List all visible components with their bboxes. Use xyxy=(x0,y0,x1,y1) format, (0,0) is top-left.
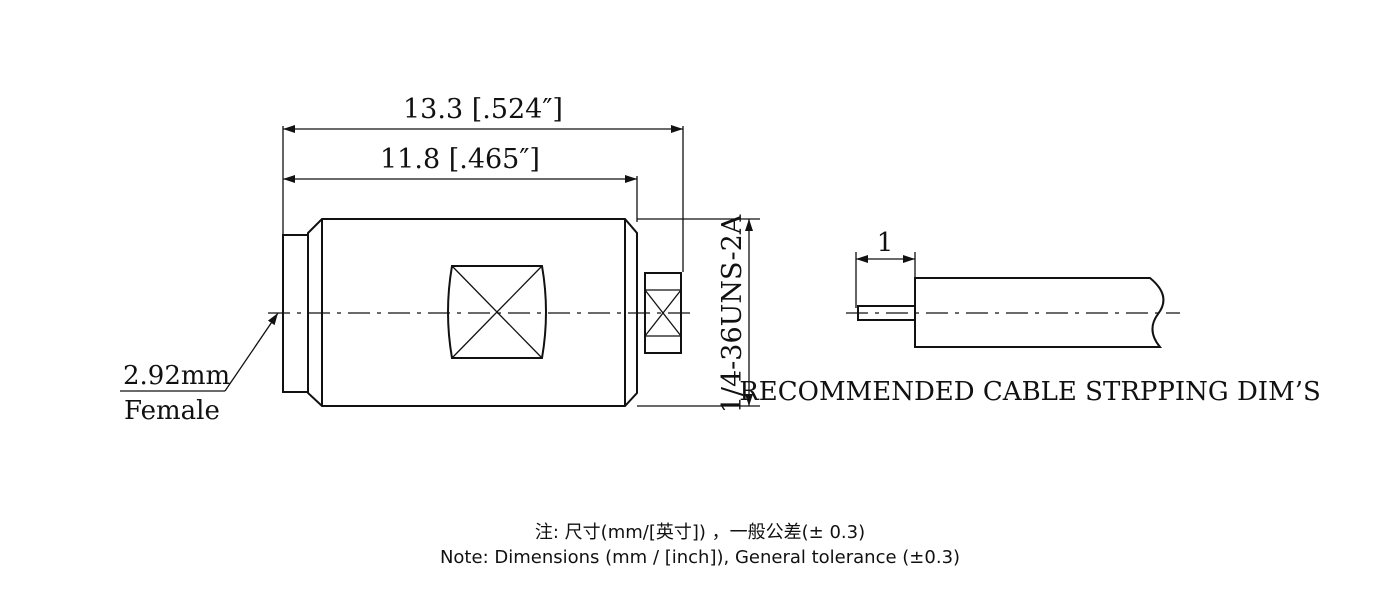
interface-gender-label: Female xyxy=(124,396,220,426)
body-length-label: 11.8 [.465″] xyxy=(380,144,540,175)
interface-leader: 2.92mm Female xyxy=(120,312,279,426)
overall-length-label: 13.3 [.524″] xyxy=(403,94,563,125)
interface-size-label: 2.92mm xyxy=(123,361,230,391)
note-chinese: 注: 尺寸(mm/[英寸]) ，一般公差(± 0.3) xyxy=(534,522,866,543)
thread-label: 1/4-36UNS-2A xyxy=(717,214,748,413)
connector-body xyxy=(268,218,696,407)
strip-length-label: 1 xyxy=(877,228,894,258)
thread-dimension: 1/4-36UNS-2A xyxy=(637,214,760,413)
cable-strip-view: 1 RECOMMENDED CABLE STRPPING DIM’S xyxy=(739,228,1321,407)
notes: 注: 尺寸(mm/[英寸]) ，一般公差(± 0.3) Note: Dimens… xyxy=(0,520,1400,570)
note-english: Note: Dimensions (mm / [inch]), General … xyxy=(439,547,961,568)
body-length-dimension: 11.8 [.465″] xyxy=(283,144,638,222)
cable-strip-caption: RECOMMENDED CABLE STRPPING DIM’S xyxy=(739,377,1321,407)
overall-length-dimension: 13.3 [.524″] xyxy=(282,94,684,272)
